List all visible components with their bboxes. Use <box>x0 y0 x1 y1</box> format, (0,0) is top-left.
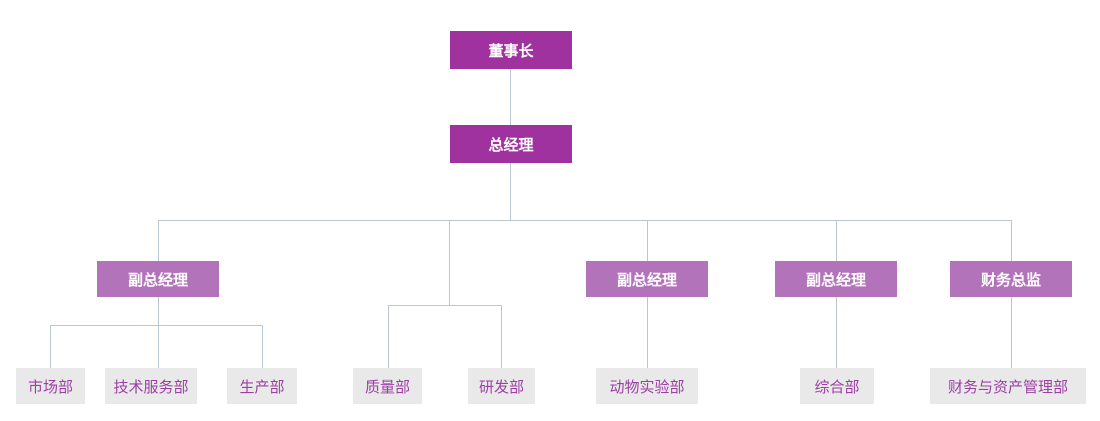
connector-chairman-gm <box>510 69 511 125</box>
node-vp-2: 副总经理 <box>586 261 708 297</box>
connector-vp1-stem <box>158 297 159 368</box>
node-chairman: 董事长 <box>450 31 572 69</box>
connector-drop-rnd <box>501 305 502 368</box>
node-animal-lab-dept: 动物实验部 <box>596 368 698 404</box>
connector-mid-horizontal <box>388 305 501 306</box>
connector-drop-vp1 <box>158 220 159 261</box>
node-rnd-dept: 研发部 <box>468 368 535 404</box>
connector-cfo-finance-asset <box>1011 297 1012 368</box>
connector-drop-vp2 <box>647 220 648 261</box>
connector-gm-mainline <box>510 163 511 220</box>
node-quality-dept: 质量部 <box>353 368 422 404</box>
node-finance-director: 财务总监 <box>950 261 1072 297</box>
connector-drop-quality <box>388 305 389 368</box>
node-tech-service-dept: 技术服务部 <box>105 368 197 404</box>
connector-vp3-general-affairs <box>836 297 837 368</box>
connector-main-horizontal <box>158 220 1011 221</box>
node-finance-asset-dept: 财务与资产管理部 <box>930 368 1086 404</box>
node-general-affairs-dept: 综合部 <box>800 368 874 404</box>
connector-drop-finance-director <box>1011 220 1012 261</box>
node-vp-3: 副总经理 <box>775 261 897 297</box>
connector-drop-marketing <box>50 325 51 368</box>
connector-drop-production <box>262 325 263 368</box>
node-general-manager: 总经理 <box>450 125 572 163</box>
node-marketing-dept: 市场部 <box>16 368 85 404</box>
connector-drop-vp3 <box>836 220 837 261</box>
connector-vp1-horizontal <box>50 325 262 326</box>
connector-vp2-animal-lab <box>647 297 648 368</box>
node-production-dept: 生产部 <box>227 368 297 404</box>
connector-drop-mid-group <box>449 220 450 305</box>
node-vp-1: 副总经理 <box>97 261 219 297</box>
